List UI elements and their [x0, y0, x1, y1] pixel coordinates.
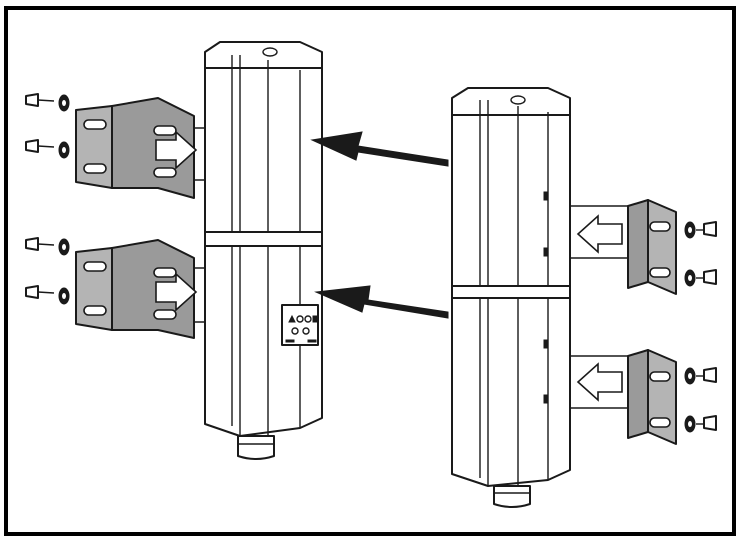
right-bracket-lower	[570, 349, 677, 445]
screw-icon	[684, 367, 717, 385]
left-bracket-lower	[75, 239, 205, 339]
screw-icon	[25, 237, 70, 256]
right-unit-joint	[451, 285, 571, 299]
move-arrow-upper	[310, 131, 449, 167]
right-unit-lower-body	[451, 297, 571, 487]
screw-icon	[684, 415, 717, 433]
right-unit-upper-body	[451, 114, 571, 287]
insertion-arrow-lower-right	[576, 362, 623, 402]
screws-right	[684, 221, 717, 433]
right-unit-connector	[493, 485, 531, 508]
screw-icon	[25, 93, 70, 112]
left-unit-connector	[237, 435, 275, 460]
left-unit-joint	[204, 231, 323, 247]
insertion-arrow-upper-left	[155, 130, 198, 170]
diagram-frame	[4, 6, 736, 536]
move-arrow-lower	[314, 285, 449, 319]
right-bracket-upper	[570, 199, 677, 295]
right-unit-top-hole	[510, 95, 526, 105]
screw-icon	[25, 285, 70, 305]
screw-icon	[25, 139, 70, 159]
insertion-arrow-lower-left	[155, 272, 198, 312]
left-bracket-upper	[75, 97, 205, 199]
screw-icon	[684, 269, 717, 287]
insertion-arrow-upper-right	[576, 214, 623, 254]
screw-icon	[684, 221, 717, 239]
left-unit-indicator-panel	[281, 304, 319, 346]
left-unit-top-hole	[262, 47, 278, 57]
right-unit	[451, 87, 571, 508]
left-unit-top-cap	[204, 41, 323, 69]
left-unit-upper-body	[204, 67, 323, 233]
left-unit	[204, 41, 323, 460]
screws-left	[25, 93, 70, 305]
